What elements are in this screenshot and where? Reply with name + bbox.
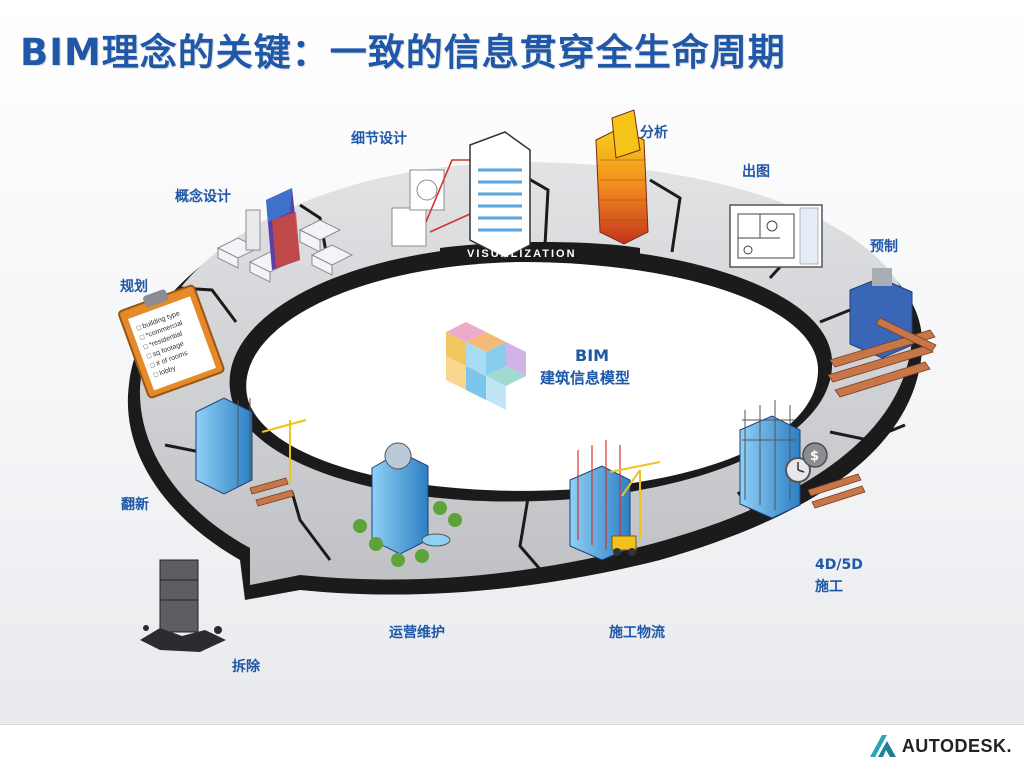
dollar-coin-icon <box>802 442 828 468</box>
stage-label-analysis: 分析 <box>640 125 668 141</box>
stage-label-prefabrication: 预制 <box>870 239 898 255</box>
page-title: BIM理念的关键：一致的信息贯穿全生命周期 <box>20 31 786 74</box>
tower-crane-icon <box>609 461 661 540</box>
stage-label-detail-design: 细节设计 <box>351 131 407 147</box>
renovation-crane-icon <box>261 419 307 484</box>
fountain-icon <box>421 533 451 547</box>
stage-label-operations: 运营维护 <box>389 625 445 641</box>
detail-design-tower <box>391 131 531 259</box>
stage-label-construction-logistics: 施工物流 <box>609 625 665 641</box>
clipboard-icon: □ building type□ *commercial□ *residenti… <box>118 284 225 399</box>
svg-text:$: $ <box>810 449 819 464</box>
construction-site-model <box>569 440 661 561</box>
stage-label-drawing-output: 出图 <box>742 164 770 180</box>
loader-icon <box>611 535 637 556</box>
stage-label-planning: 规划 <box>120 279 148 295</box>
renovation-building <box>195 397 307 507</box>
bim-cube-icon <box>446 322 526 410</box>
floor-plan-drawing <box>729 204 823 268</box>
brand-name: AUTODESK. <box>901 735 1012 756</box>
concept-massing-model <box>216 188 354 283</box>
lifecycle-ring <box>127 162 923 600</box>
center-bim-subtitle: 建筑信息模型 <box>540 369 631 387</box>
prefab-machine <box>827 268 937 398</box>
construction-4d5d-model: $ <box>739 400 866 519</box>
stage-label-construction: 施工 <box>815 579 843 595</box>
demolition-rubble <box>140 559 226 652</box>
stage-label-concept-design: 概念设计 <box>175 189 231 205</box>
analysis-heatmap-tower <box>595 109 649 245</box>
center-bim-title: BIM <box>575 346 610 365</box>
visualization-label: VISUALIZATION <box>467 248 577 260</box>
stage-label-demolition: 拆除 <box>232 659 260 675</box>
ring-inner-hole <box>246 262 819 491</box>
stage-label-renovation: 翻新 <box>121 497 149 513</box>
brand-logo: AUTODESK. <box>869 735 1012 757</box>
footer-bar: AUTODESK. <box>0 724 1024 769</box>
autodesk-logo-icon <box>869 735 896 757</box>
stage-label-4d5d: 4D/5D <box>815 557 863 573</box>
operations-building <box>353 442 462 567</box>
